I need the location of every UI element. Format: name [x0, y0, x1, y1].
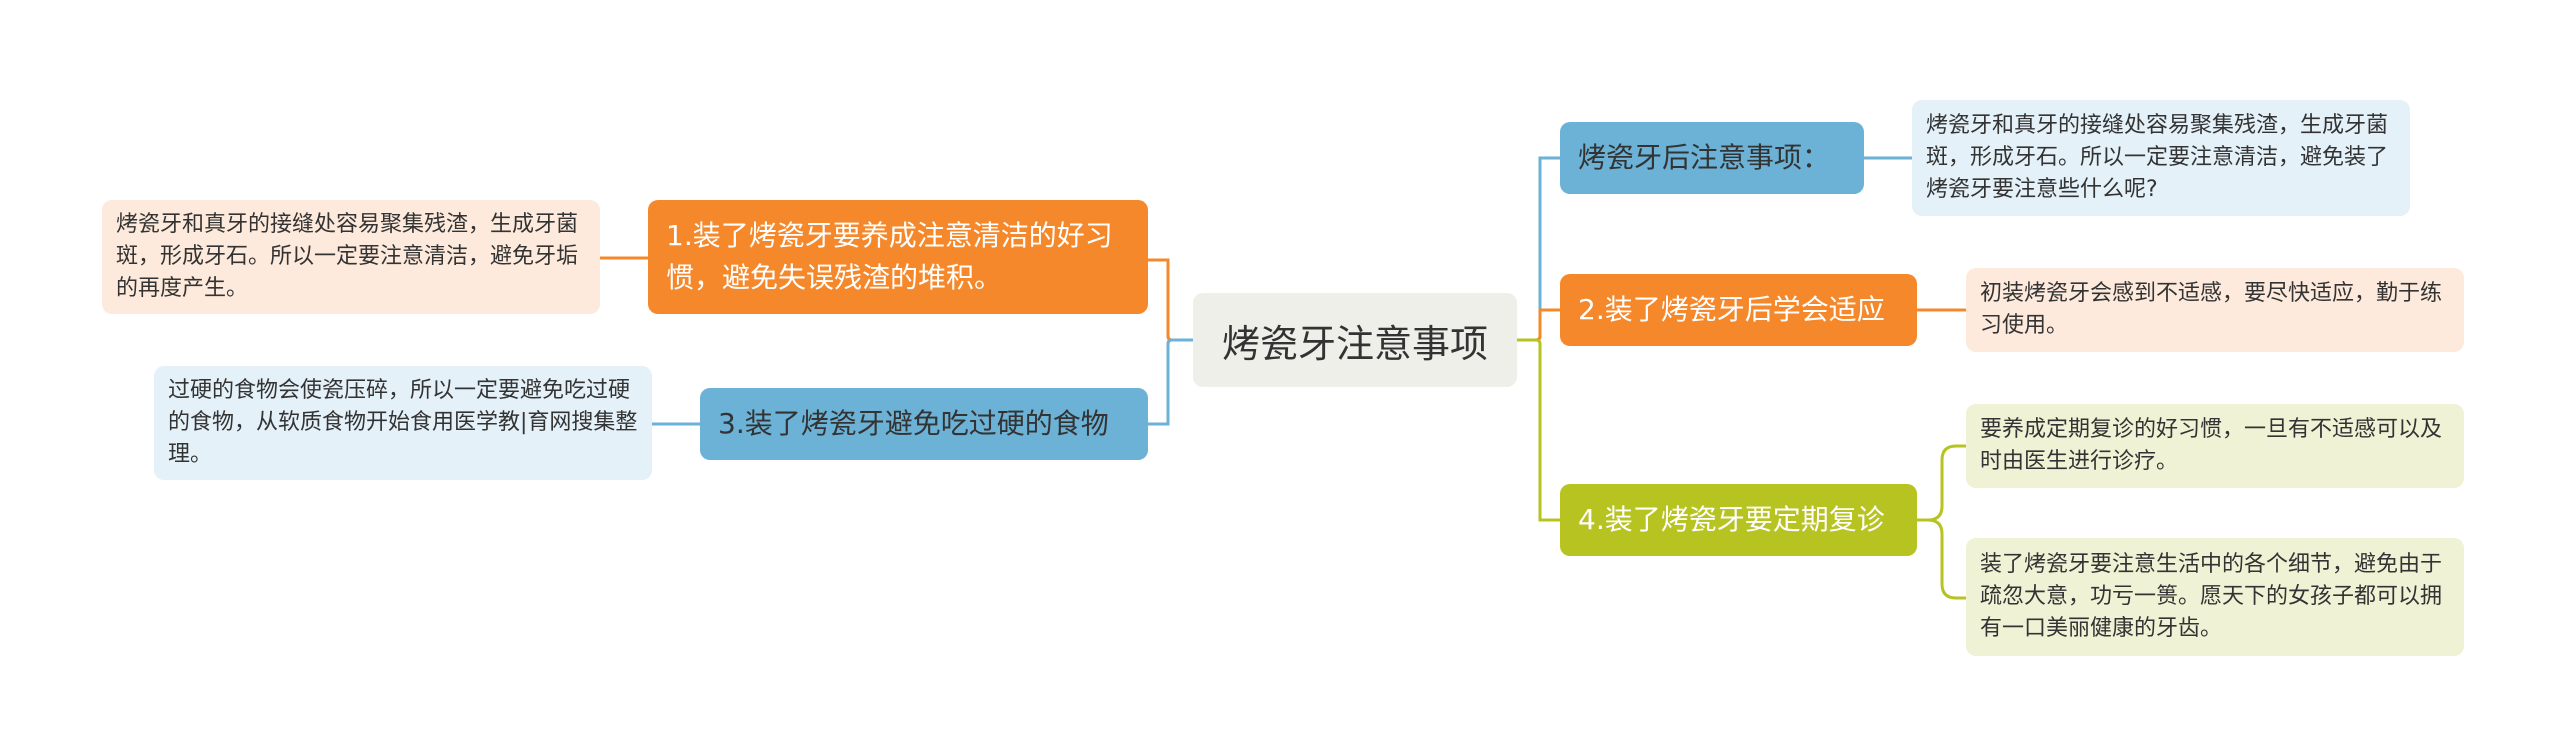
branch-avoid-hard-food[interactable]: 3.装了烤瓷牙避免吃过硬的食物: [700, 388, 1148, 460]
link-center-branch3: [1148, 338, 1193, 426]
leaf-label: 初装烤瓷牙会感到不适感，要尽快适应，勤于练习使用。: [1980, 281, 2443, 338]
branch-label: 烤瓷牙后注意事项：: [1578, 141, 1831, 174]
leaf-label: 装了烤瓷牙要注意生活中的各个细节，避免由于疏忽大意，功亏一篑。愿天下的女孩子都可…: [1980, 552, 2443, 641]
branch-label: 1.装了烤瓷牙要养成注意清洁的好习惯，避免失误残渣的堆积。: [666, 219, 1113, 294]
link-center-branch-r2: [1517, 308, 1560, 342]
leaf-regular-checkup-detail-1[interactable]: 要养成定期复诊的好习惯，一旦有不适感可以及时由医生进行诊疗。: [1966, 404, 2464, 488]
link-r3-leaf1: [1917, 444, 1966, 522]
branch-regular-checkup[interactable]: 4.装了烤瓷牙要定期复诊: [1560, 484, 1917, 556]
leaf-label: 烤瓷牙和真牙的接缝处容易聚集残渣，生成牙菌斑，形成牙石。所以一定要注意清洁，避免…: [116, 212, 579, 301]
leaf-aftercare-notes-detail[interactable]: 烤瓷牙和真牙的接缝处容易聚集残渣，生成牙菌斑，形成牙石。所以一定要注意清洁，避免…: [1912, 100, 2410, 216]
link-center-branch-r3: [1517, 338, 1560, 522]
leaf-label: 要养成定期复诊的好习惯，一旦有不适感可以及时由医生进行诊疗。: [1980, 417, 2443, 474]
branch-aftercare-notes[interactable]: 烤瓷牙后注意事项：: [1560, 122, 1864, 194]
leaf-clean-habit-detail[interactable]: 烤瓷牙和真牙的接缝处容易聚集残渣，生成牙菌斑，形成牙石。所以一定要注意清洁，避免…: [102, 200, 600, 314]
leaf-learn-to-adapt-detail[interactable]: 初装烤瓷牙会感到不适感，要尽快适应，勤于练习使用。: [1966, 268, 2464, 352]
leaf-label: 过硬的食物会使瓷压碎，所以一定要避免吃过硬的食物，从软质食物开始食用医学教|育网…: [168, 378, 638, 467]
leaf-avoid-hard-food-detail[interactable]: 过硬的食物会使瓷压碎，所以一定要避免吃过硬的食物，从软质食物开始食用医学教|育网…: [154, 366, 652, 480]
branch-learn-to-adapt[interactable]: 2.装了烤瓷牙后学会适应: [1560, 274, 1917, 346]
branch-label: 3.装了烤瓷牙避免吃过硬的食物: [718, 407, 1109, 440]
leaf-label: 烤瓷牙和真牙的接缝处容易聚集残渣，生成牙菌斑，形成牙石。所以一定要注意清洁，避免…: [1926, 113, 2389, 202]
branch-label: 4.装了烤瓷牙要定期复诊: [1578, 503, 1885, 536]
center-topic-label: 烤瓷牙注意事项: [1221, 321, 1488, 366]
link-r3-leaf2: [1917, 518, 1966, 600]
branch-label: 2.装了烤瓷牙后学会适应: [1578, 293, 1885, 326]
center-topic[interactable]: 烤瓷牙注意事项: [1193, 293, 1517, 387]
branch-clean-habit[interactable]: 1.装了烤瓷牙要养成注意清洁的好习惯，避免失误残渣的堆积。: [648, 200, 1148, 314]
leaf-regular-checkup-detail-2[interactable]: 装了烤瓷牙要注意生活中的各个细节，避免由于疏忽大意，功亏一篑。愿天下的女孩子都可…: [1966, 538, 2464, 656]
link-center-branch1: [1148, 258, 1193, 342]
